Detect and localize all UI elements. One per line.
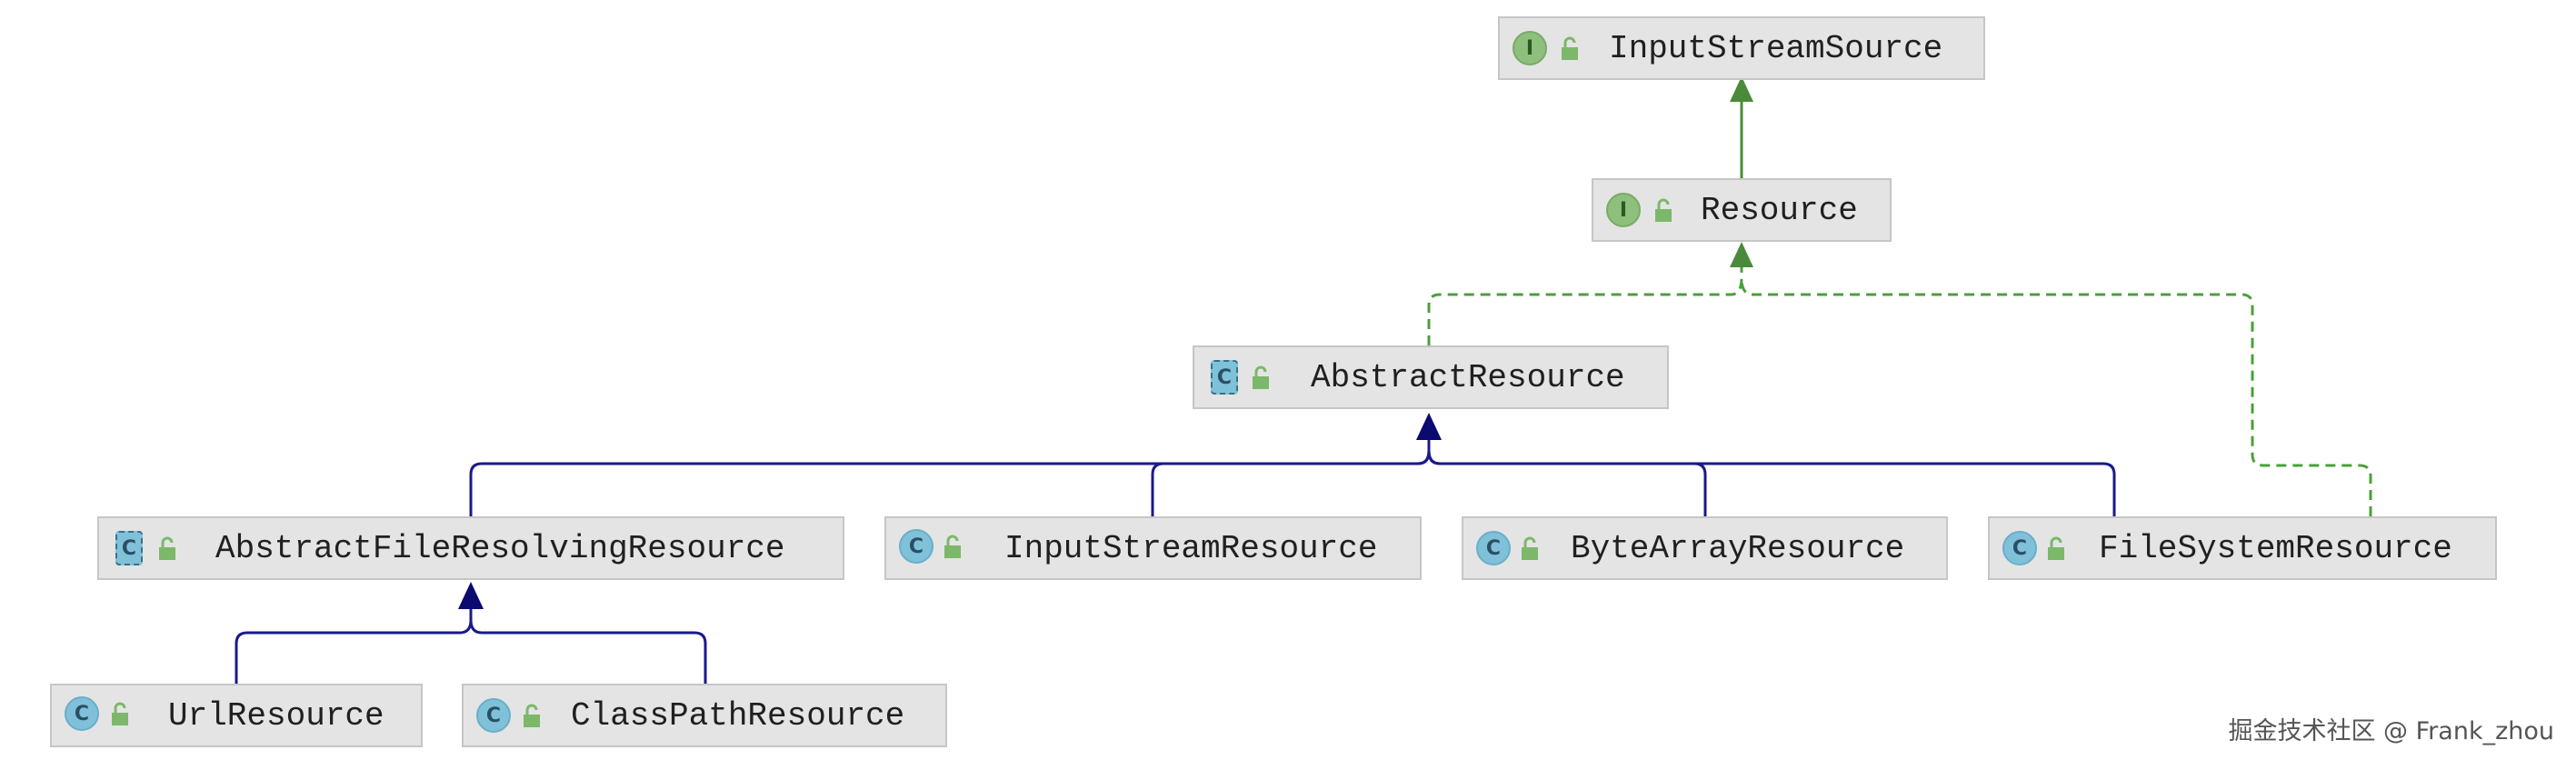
class-icon: C xyxy=(899,529,934,564)
unlocked-lock-icon xyxy=(1522,536,1538,560)
unlocked-lock-icon xyxy=(2048,536,2064,560)
unlocked-lock-icon xyxy=(1655,198,1672,222)
unlocked-lock-icon xyxy=(159,536,175,560)
edge-arrowhead xyxy=(1730,76,1753,102)
unlocked-lock-icon xyxy=(1253,365,1269,389)
class-icon: C xyxy=(65,696,99,731)
node-label: UrlResource xyxy=(168,697,384,735)
node-bytearrayresource[interactable]: C ByteArrayResource xyxy=(1462,516,1948,580)
edge-arrowhead xyxy=(1730,242,1753,267)
node-inputstreamresource[interactable]: C InputStreamResource xyxy=(884,516,1422,580)
unlocked-lock-icon xyxy=(524,704,540,727)
abstract-class-icon: C xyxy=(1211,360,1238,395)
node-urlresource[interactable]: C UrlResource xyxy=(50,684,423,747)
watermark: 掘金技术社区 @ Frank_zhou xyxy=(2228,717,2554,745)
abstract-class-icon: C xyxy=(115,531,143,565)
edge-implements-resource xyxy=(1427,265,2372,516)
edge-arrowhead xyxy=(1416,413,1442,440)
node-label: AbstractFileResolvingResource xyxy=(215,530,785,567)
edge-extends-abstractfileresolvingresource xyxy=(235,607,707,684)
node-label: ByteArrayResource xyxy=(1571,530,1905,567)
edge-resource-to-inputstreamsource xyxy=(1730,76,1753,178)
class-icon: C xyxy=(2002,531,2037,565)
class-icon: C xyxy=(476,698,511,733)
unlocked-lock-icon xyxy=(944,535,961,558)
unlocked-lock-icon xyxy=(112,702,128,725)
edge-arrowhead xyxy=(458,582,484,609)
interface-icon: I xyxy=(1606,193,1641,227)
node-inputstreamsource[interactable]: I InputStreamSource xyxy=(1498,16,1985,80)
node-label: AbstractResource xyxy=(1311,359,1625,396)
node-abstractresource[interactable]: C AbstractResource xyxy=(1193,345,1669,409)
class-icon: C xyxy=(1476,531,1511,565)
node-classpathresource[interactable]: C ClassPathResource xyxy=(462,684,947,747)
node-label: FileSystemResource xyxy=(2099,530,2452,567)
interface-icon: I xyxy=(1513,31,1547,65)
edge-extends-abstractresource xyxy=(469,438,2116,516)
unlocked-lock-icon xyxy=(1562,36,1578,60)
node-label: Resource xyxy=(1701,192,1858,229)
node-filesystemresource[interactable]: C FileSystemResource xyxy=(1988,516,2497,580)
node-resource[interactable]: I Resource xyxy=(1592,178,1892,242)
node-label: InputStreamResource xyxy=(1004,530,1378,567)
node-label: ClassPathResource xyxy=(571,697,905,735)
node-label: InputStreamSource xyxy=(1609,30,1943,67)
node-abstractfileresolvingresource[interactable]: C AbstractFileResolvingResource xyxy=(97,516,844,580)
